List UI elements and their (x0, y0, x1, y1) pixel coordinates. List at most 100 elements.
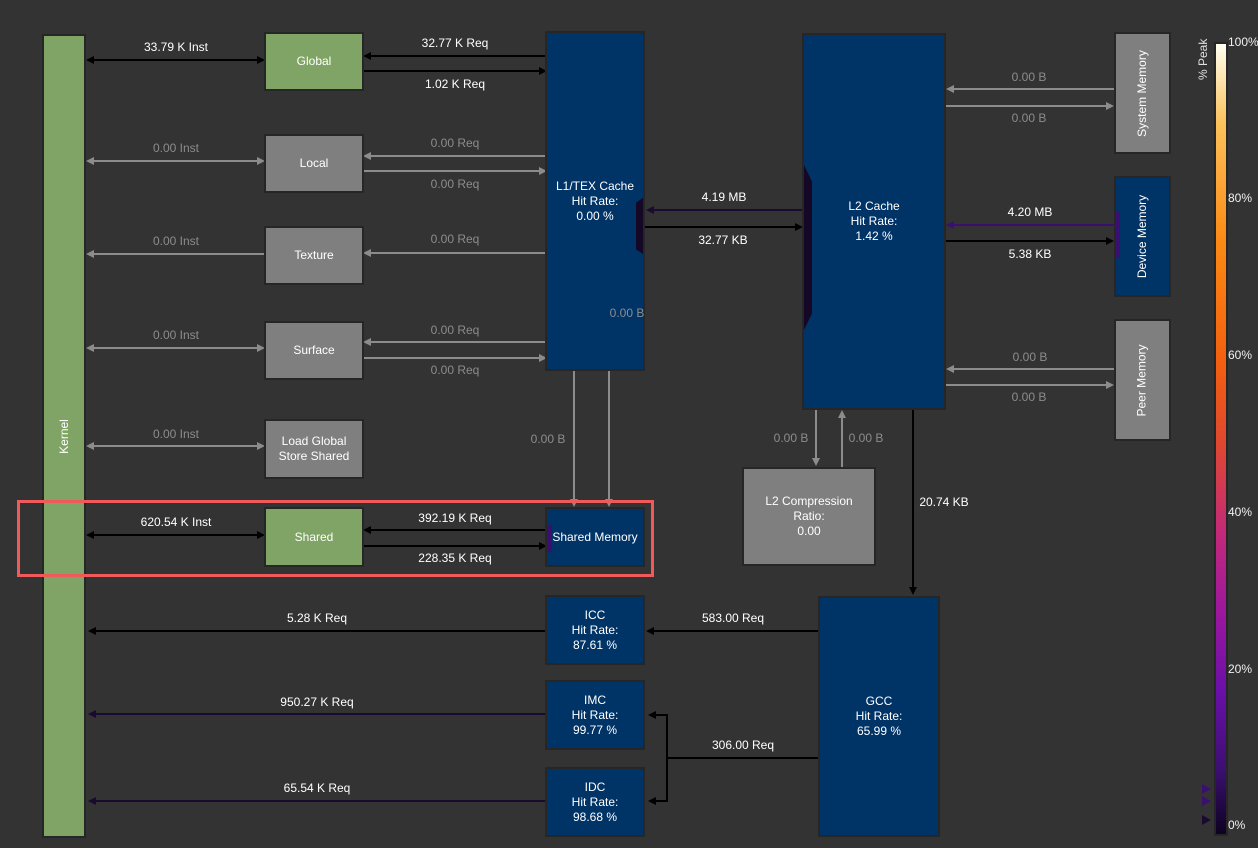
label-l2-comp-up: 0.00 B (848, 431, 884, 445)
icc-hit-rate: 87.61 % (572, 637, 618, 652)
l2comp-ratio-label: Ratio: (793, 509, 825, 523)
memory-device[interactable]: Device Memory (1114, 176, 1171, 297)
label-local-l1-resp: 0.00 Req (430, 177, 480, 191)
legend-tick-60: 60% (1228, 348, 1253, 362)
label-kernel-lgss: 0.00 Inst (152, 427, 200, 441)
label-kernel-global: 33.79 K Inst (143, 40, 209, 54)
label-l2-peer: 0.00 B (1011, 390, 1047, 404)
cache-icc[interactable]: ICC Hit Rate: 87.61 % (545, 595, 645, 665)
label-shared-smem-req: 392.19 K Req (418, 511, 492, 525)
legend-marker-3 (1202, 815, 1211, 825)
icc-hit-label: Hit Rate: (571, 622, 619, 637)
unit-shared[interactable]: Shared (264, 507, 364, 567)
label-idc-kernel: 65.54 K Req (283, 781, 351, 795)
shared-memory-name: Shared Memory (552, 529, 638, 544)
label-global-l1-req: 32.77 K Req (421, 36, 489, 50)
l2-name: L2 Cache (848, 199, 900, 213)
cache-imc[interactable]: IMC Hit Rate: 99.77 % (545, 680, 645, 750)
kernel-block[interactable]: Kernel (42, 34, 86, 838)
label-icc-kernel: 5.28 K Req (286, 611, 348, 625)
label-kernel-surface: 0.00 Inst (152, 328, 200, 342)
l2-hit-rate: 1.42 % (855, 229, 893, 243)
device-memory-label: Device Memory (1135, 194, 1150, 279)
legend-tick-40: 40% (1228, 505, 1253, 519)
cache-idc[interactable]: IDC Hit Rate: 98.68 % (545, 767, 645, 837)
l1tex-name: L1/TEX Cache (555, 178, 635, 193)
cache-shared-memory[interactable]: Shared Memory (545, 507, 645, 567)
gcc-name: GCC (865, 694, 893, 708)
label-l2-l1: 4.19 MB (701, 190, 747, 204)
label-l2-comp-down: 0.00 B (773, 431, 809, 445)
l1tex-hit-rate: 0.00 % (576, 208, 614, 223)
unit-global-label: Global (296, 54, 332, 68)
peak-colorbar (1214, 42, 1228, 836)
label-l1-l2: 32.77 KB (698, 233, 748, 247)
label-l2-sys: 0.00 B (1011, 111, 1047, 125)
label-kernel-local: 0.00 Inst (152, 141, 200, 155)
label-surface-l1-resp: 0.00 Req (430, 363, 480, 377)
l2-hit-label: Hit Rate: (850, 214, 898, 228)
label-l1-smem-a: 0.00 B (530, 432, 566, 446)
unit-texture-label: Texture (294, 248, 334, 262)
label-texture-l1: 0.00 Req (430, 232, 480, 246)
peer-memory-label: Peer Memory (1135, 343, 1149, 417)
link-branch-idc (648, 758, 668, 805)
legend-tick-80: 80% (1228, 191, 1253, 205)
unit-lgss-label: Load Global Store Shared (278, 434, 350, 463)
label-dev-l2: 4.20 MB (1007, 205, 1053, 219)
unit-texture[interactable]: Texture (264, 226, 364, 285)
memory-peer[interactable]: Peer Memory (1114, 319, 1171, 441)
l2-port (804, 165, 812, 330)
label-local-l1-req: 0.00 Req (430, 136, 480, 150)
label-shared-smem-resp: 228.35 K Req (418, 551, 492, 565)
l1tex-hit-label: Hit Rate: (571, 193, 619, 208)
legend-markers (1202, 784, 1211, 825)
unit-global[interactable]: Global (264, 32, 364, 91)
idc-name: IDC (584, 779, 606, 794)
label-gcc-imc-idc: 306.00 Req (711, 738, 775, 752)
idc-hit-label: Hit Rate: (571, 794, 619, 809)
imc-hit-label: Hit Rate: (571, 707, 619, 722)
label-kernel-texture: 0.00 Inst (152, 234, 200, 248)
label-surface-l1-req: 0.00 Req (430, 323, 480, 337)
legend-marker-2 (1202, 796, 1211, 806)
device-memory-port (1115, 212, 1120, 258)
legend-title: % Peak (1196, 38, 1210, 80)
system-memory-label: System Memory (1135, 49, 1149, 137)
label-kernel-shared: 620.54 K Inst (140, 515, 212, 529)
cache-gcc[interactable]: GCC Hit Rate: 65.99 % (818, 596, 940, 837)
label-global-l1-resp: 1.02 K Req (424, 77, 486, 91)
shared-memory-port (547, 525, 552, 552)
label-l2-gcc: 20.74 KB (919, 495, 969, 509)
legend-tick-0: 0% (1228, 818, 1246, 832)
label-peer-l2: 0.00 B (1012, 350, 1048, 364)
imc-hit-rate: 99.77 % (572, 722, 618, 737)
unit-shared-label: Shared (294, 529, 334, 544)
unit-surface[interactable]: Surface (264, 321, 364, 380)
label-imc-kernel: 950.27 K Req (280, 695, 354, 709)
unit-load-global-store-shared[interactable]: Load Global Store Shared (264, 419, 364, 479)
l2comp-name: L2 Compression (765, 494, 853, 508)
shared-memory-highlight (17, 500, 654, 577)
unit-local[interactable]: Local (264, 134, 364, 193)
gcc-hit-label: Hit Rate: (855, 709, 903, 723)
idc-hit-rate: 98.68 % (572, 809, 618, 824)
legend-tick-20: 20% (1228, 662, 1253, 676)
unit-local-label: Local (299, 156, 329, 170)
l1tex-port (636, 198, 643, 254)
unit-surface-label: Surface (293, 343, 335, 357)
legend-tick-100: 100% (1228, 35, 1258, 49)
l2comp-ratio: 0.00 (797, 524, 821, 538)
label-l2-dev: 5.38 KB (1008, 247, 1052, 261)
label-l1-smem-b: 0.00 B (609, 306, 645, 320)
l2-compression[interactable]: L2 Compression Ratio: 0.00 (742, 467, 876, 566)
imc-name: IMC (584, 692, 606, 707)
label-gcc-icc: 583.00 Req (701, 611, 765, 625)
label-sys-l2: 0.00 B (1011, 70, 1047, 84)
cache-l2[interactable]: L2 Cache Hit Rate: 1.42 % (802, 33, 946, 410)
icc-name: ICC (584, 607, 606, 622)
memory-system[interactable]: System Memory (1114, 32, 1171, 154)
cache-l1tex[interactable]: L1/TEX Cache Hit Rate: 0.00 % (545, 31, 645, 371)
link-branch-imc (648, 711, 668, 801)
